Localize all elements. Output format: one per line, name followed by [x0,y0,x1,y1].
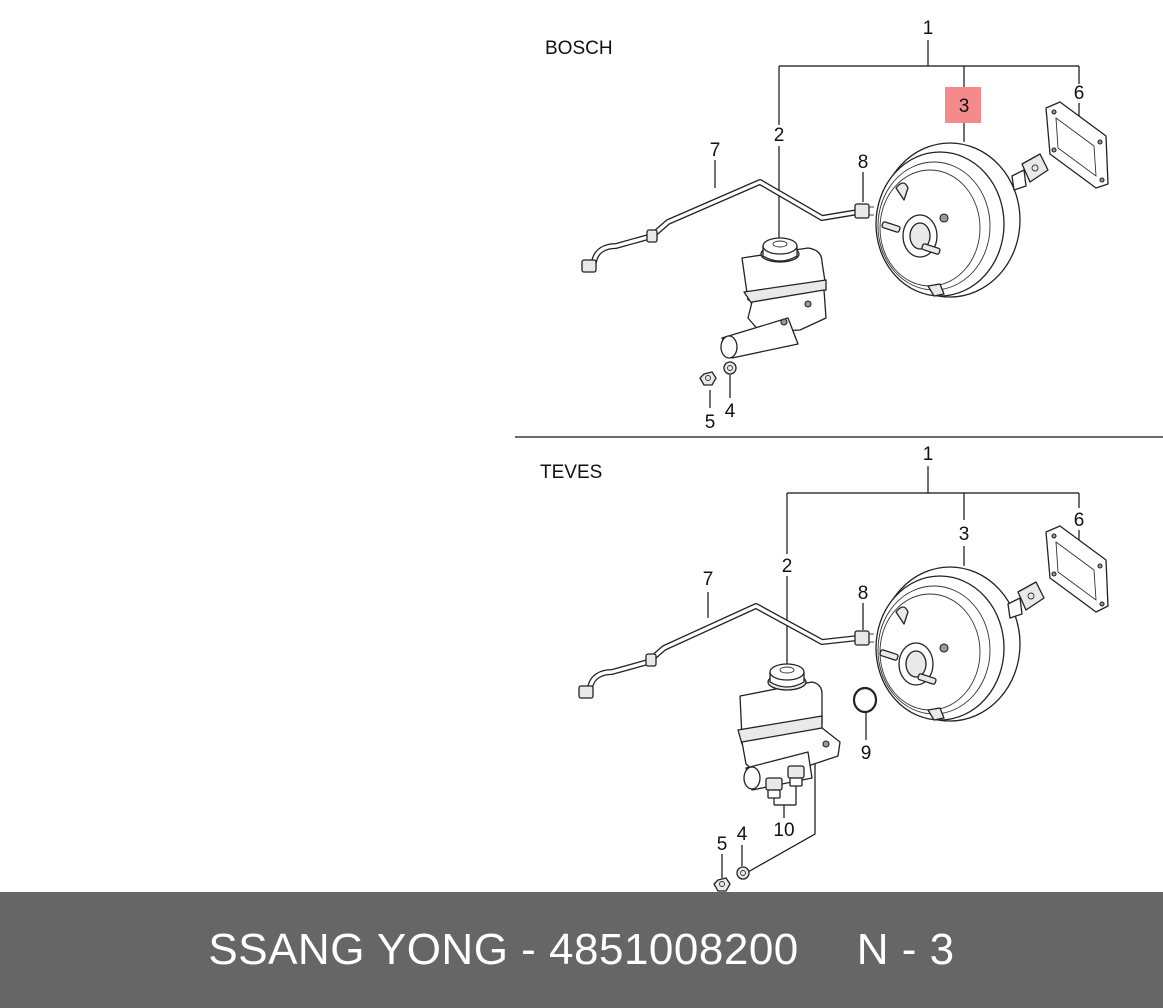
footer-bar: SSANG YONG - 4851008200 N - 3 [0,892,1163,1008]
callout-7: 7 [703,569,714,590]
callout-4: 4 [725,401,736,422]
brand-name: SSANG YONG [208,925,509,974]
brake-line-part [581,179,861,273]
washer-part [723,361,737,375]
fitting-bolt-part [854,630,874,646]
master-cylinder-part [737,663,841,799]
teves-section: TEVES 1 2 3 4 5 6 7 8 9 10 [540,444,1109,892]
callout-4: 4 [737,824,748,845]
callout-9: 9 [861,743,872,764]
highlight-box [945,87,981,123]
footer-separator: - [521,925,537,974]
washer-part [736,866,750,880]
footer-text: SSANG YONG - 4851008200 N - 3 [208,925,954,975]
part-number: 4851008200 [549,925,799,974]
callout-6: 6 [1074,510,1085,531]
callout-5: 5 [717,834,728,855]
o-ring-part [852,686,878,714]
callout-1: 1 [923,444,934,465]
brake-booster-diagram: BOSCH 1 2 3 4 5 6 7 8 [515,18,1163,892]
nut-part [699,371,717,386]
callout-8: 8 [858,583,869,604]
callout-1: 1 [923,18,934,39]
callout-8: 8 [858,152,869,173]
fitting-bolt-part [854,203,874,219]
callout-2: 2 [774,125,785,146]
bosch-section: BOSCH 1 2 3 4 5 6 7 8 [545,18,1109,433]
variant-label-bosch: BOSCH [545,38,613,59]
callout-leader [747,752,816,873]
gasket-part [1045,101,1109,189]
brake-line-part [578,603,861,699]
callout-3: 3 [959,524,970,545]
gasket-part [1045,525,1109,613]
callout-2: 2 [782,556,793,577]
brake-booster-part [875,142,1049,298]
master-cylinder-part [720,237,827,359]
callout-6: 6 [1074,83,1085,104]
callout-5: 5 [705,412,716,433]
nut-part [713,877,731,892]
callout-10: 10 [773,820,794,841]
brake-booster-part [875,566,1045,722]
variant-label-teves: TEVES [540,462,602,483]
callout-3: 3 [959,96,970,117]
callout-7: 7 [710,140,721,161]
position-code: N - 3 [856,925,955,974]
